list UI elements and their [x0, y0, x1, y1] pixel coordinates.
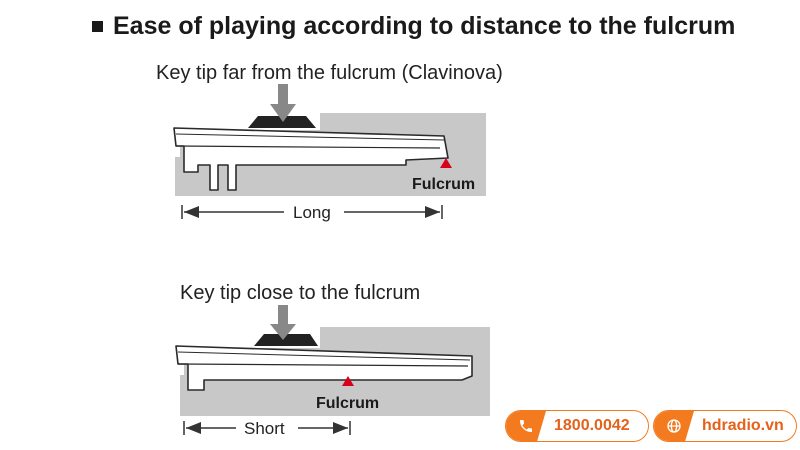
- heading-text: Ease of playing according to distance to…: [113, 12, 736, 40]
- bullet-square: [92, 21, 103, 32]
- phone-contact[interactable]: 1800.0042: [505, 410, 649, 442]
- diagram-1-black-key: [248, 116, 316, 128]
- diagram-2-press-arrow: [270, 305, 296, 340]
- diagram-1-fulcrum-marker: [440, 158, 452, 168]
- diagram-1-press-arrow: [270, 84, 296, 122]
- diagram-2-black-key: [254, 334, 318, 346]
- diagram-1-key: [173, 127, 449, 191]
- website-contact[interactable]: hdradio.vn: [653, 410, 797, 442]
- diagram-1-caption: Key tip far from the fulcrum (Clavinova): [156, 62, 503, 84]
- page-heading: Ease of playing according to distance to…: [92, 12, 735, 41]
- diagram-2-fulcrum-label: Fulcrum: [316, 395, 379, 412]
- phone-number: 1800.0042: [554, 417, 630, 434]
- phone-icon: [506, 411, 546, 441]
- diagram-2: Fulcrum Short: [162, 305, 490, 438]
- diagram-1: Fulcrum Long: [157, 84, 486, 222]
- diagram-2-distance-label: Short: [244, 419, 285, 438]
- website-url: hdradio.vn: [702, 417, 784, 434]
- diagram-1-fulcrum-label: Fulcrum: [412, 176, 475, 193]
- globe-icon: [654, 411, 694, 441]
- diagram-2-caption: Key tip close to the fulcrum: [180, 282, 421, 304]
- diagram-2-fulcrum-marker: [342, 376, 354, 386]
- diagram-1-distance-label: Long: [293, 203, 331, 222]
